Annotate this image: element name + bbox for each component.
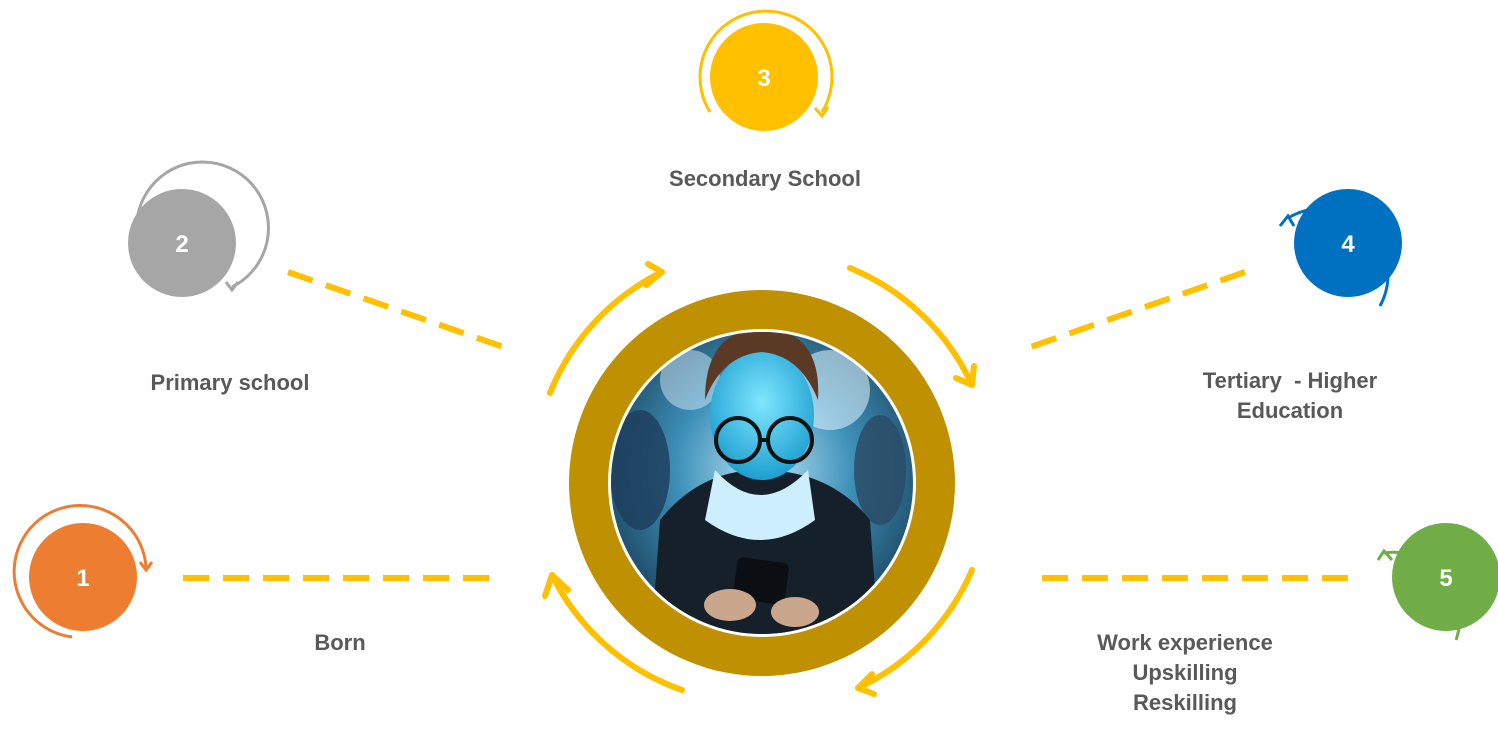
stage-label-5-line-1: Work experience — [1097, 630, 1273, 655]
woman-with-phone-photo — [611, 332, 913, 634]
badge-circle-2 — [128, 189, 236, 297]
stage-badge-4: 4 — [1278, 189, 1402, 307]
stage-label-5-line-2: Upskilling — [1132, 660, 1238, 685]
stage-badge-1: 1 — [12, 504, 154, 639]
badge-circle-4 — [1294, 189, 1402, 297]
cycle-arrow-bottom-left — [549, 572, 685, 693]
badge-number-3: 3 — [757, 65, 770, 92]
stage-badge-5: 5 — [1376, 523, 1498, 641]
stage-badge-3: 3 — [698, 9, 834, 131]
cycle-arrow-bottom-right — [855, 567, 975, 691]
badge-circle-3 — [710, 23, 818, 131]
dashed-connectors — [183, 269, 1350, 581]
stage-label-4-line-1: Tertiary - Higher — [1202, 368, 1378, 393]
badge-number-2: 2 — [175, 231, 188, 258]
connector-4 — [1021, 269, 1246, 353]
badge-circle-5 — [1392, 523, 1498, 631]
badge-number-5: 5 — [1439, 565, 1452, 592]
cycle-arrow-top-right — [847, 265, 975, 388]
stage-label-5-line-3: Reskilling — [1133, 690, 1237, 715]
stage-label-2: Primary school — [100, 368, 360, 398]
stage-label-1: Born — [245, 628, 435, 658]
cycle-arrows — [542, 261, 977, 697]
stage-label-5: Work experience Upskilling Reskilling — [1050, 628, 1320, 718]
badge-number-1: 1 — [76, 565, 89, 592]
stage-label-4: Tertiary - Higher Education — [1160, 366, 1420, 426]
connector-2 — [287, 269, 513, 353]
stage-label-4-line-2: Education — [1236, 398, 1344, 423]
badge-arrow-3 — [698, 9, 834, 113]
stage-label-3: Secondary School — [620, 164, 910, 194]
stage-badge-2: 2 — [128, 160, 270, 297]
badge-number-4: 4 — [1341, 231, 1355, 258]
cycle-arrow-top-left — [547, 269, 665, 396]
stage-label-2-line-1: Primary school — [150, 370, 310, 395]
stage-label-3-line-1: Secondary School — [669, 166, 861, 191]
stage-label-1-line-1: Born — [314, 630, 366, 655]
badge-circle-1 — [29, 523, 137, 631]
badge-arrow-1 — [12, 504, 148, 639]
